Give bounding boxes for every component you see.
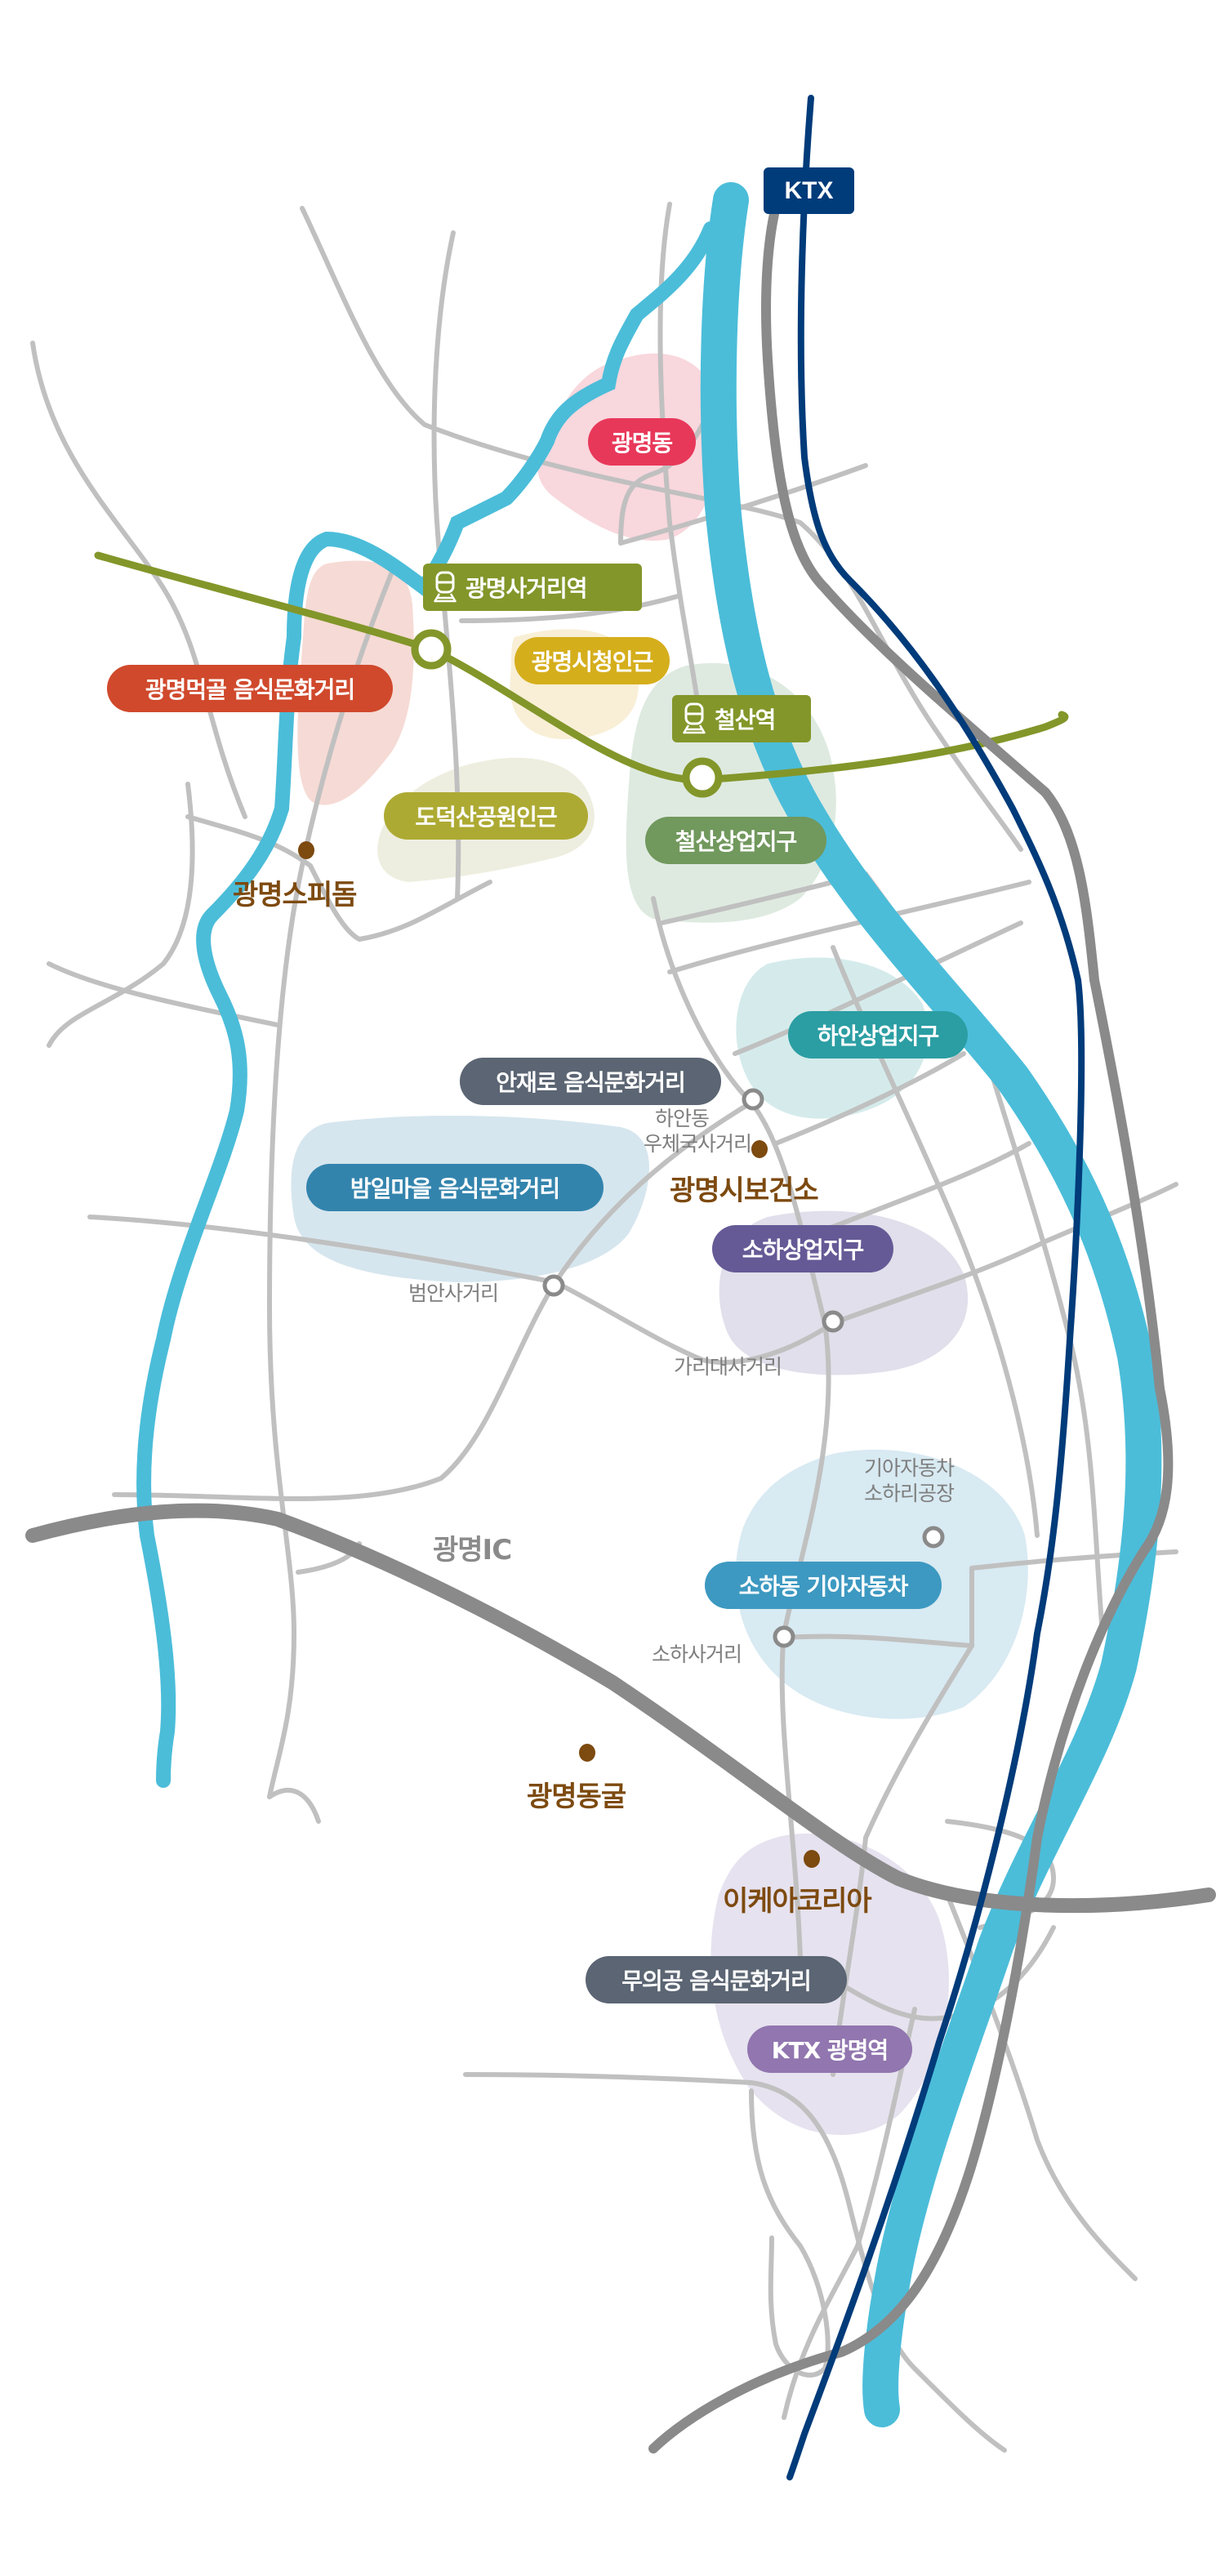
highways	[25, 209, 1216, 2453]
cheolsan-station-marker[interactable]	[682, 757, 723, 798]
label-line-2: 우체국사거리	[643, 1132, 752, 1157]
district-label: 밤일마을 음식문화거리	[350, 1175, 560, 1202]
landmark-dot-health-center	[751, 1140, 768, 1158]
district-label: 도덕산공원인근	[415, 804, 557, 831]
label-line-1: 기아자동차	[864, 1456, 955, 1480]
district-label: 광명동	[611, 430, 673, 457]
landmark-dot-ikea	[804, 1850, 820, 1868]
landmark-dot-speedom	[298, 841, 314, 859]
landmark-dot-cave	[579, 1744, 595, 1762]
district-label: 무의공 음식문화거리	[621, 1968, 812, 1994]
river	[136, 182, 1162, 2427]
district-gwangmyeong-dong[interactable]: 광명동	[588, 418, 696, 466]
station-gwangmyeong-sageori[interactable]: 광명사거리역	[423, 564, 642, 611]
landmark-ikea[interactable]: 이케아코리아	[723, 1885, 872, 1918]
ktx-badge-label: KTX	[784, 176, 834, 204]
district-meokgol[interactable]: 광명먹골 음식문화거리	[107, 665, 393, 712]
ktx-badge: KTX	[764, 167, 854, 214]
district-label: 하안상업지구	[817, 1023, 940, 1050]
gwangmyeong-sageori-station-marker[interactable]	[411, 629, 452, 670]
kia-factory-marker[interactable]	[922, 1526, 945, 1549]
train-icon	[433, 571, 457, 603]
intersection-label-haan-post: 하안동 우체국사거리	[612, 1106, 752, 1157]
district-ktx-station[interactable]: KTX 광명역	[747, 2026, 912, 2073]
district-label: 소하동 기아자동차	[738, 1573, 909, 1600]
soha-intersection-marker[interactable]	[773, 1625, 795, 1648]
district-areas	[291, 353, 1028, 2135]
district-doduksan[interactable]: 도덕산공원인근	[384, 792, 588, 840]
garidae-intersection-marker[interactable]	[822, 1310, 844, 1333]
district-haan-business[interactable]: 하안상업지구	[788, 1011, 968, 1058]
district-muuigong[interactable]: 무의공 음식문화거리	[586, 1956, 847, 2003]
haan-post-intersection-marker[interactable]	[742, 1088, 764, 1111]
label-line-1: 하안동	[654, 1107, 710, 1130]
district-label: 안재로 음식문화거리	[496, 1069, 686, 1096]
station-label: 철산역	[715, 706, 776, 733]
district-label: KTX 광명역	[771, 2037, 889, 2064]
intersection-label-beoman: 범안사거리	[408, 1281, 499, 1305]
station-circles	[411, 629, 723, 798]
station-cheolsan[interactable]: 철산역	[672, 695, 811, 742]
district-cheolsan-business[interactable]: 철산상업지구	[645, 817, 826, 864]
district-label: 철산상업지구	[675, 828, 798, 855]
landmark-health-center[interactable]: 광명시보건소	[670, 1174, 819, 1207]
district-label: 광명먹골 음식문화거리	[145, 676, 355, 703]
landmark-cave[interactable]: 광명동굴	[527, 1780, 626, 1813]
district-city-hall[interactable]: 광명시청인근	[514, 637, 670, 684]
district-label: 소하상업지구	[742, 1237, 865, 1263]
minor-roads	[30, 202, 1178, 2453]
district-label: 광명시청인근	[531, 648, 654, 675]
label-line-2: 소하리공장	[864, 1482, 955, 1506]
district-soha-business[interactable]: 소하상업지구	[712, 1225, 893, 1272]
ktx-line	[786, 95, 1085, 2480]
intersection-markers	[542, 1088, 945, 1648]
intersection-label-kia-factory: 기아자동차 소하리공장	[864, 1455, 955, 1507]
interchange-label: 광명IC	[433, 1534, 512, 1567]
beoman-intersection-marker[interactable]	[542, 1274, 565, 1297]
intersection-label-soha: 소하사거리	[652, 1642, 742, 1666]
train-icon	[682, 702, 706, 734]
district-anjaero[interactable]: 안재로 음식문화거리	[460, 1058, 721, 1105]
station-label: 광명사거리역	[466, 575, 588, 602]
district-soha-kia[interactable]: 소하동 기아자동차	[705, 1562, 942, 1609]
district-bamil[interactable]: 밤일마을 음식문화거리	[306, 1164, 604, 1211]
intersection-label-garidae: 가리대사거리	[674, 1355, 782, 1379]
landmark-speedom[interactable]: 광명스피돔	[233, 879, 357, 911]
